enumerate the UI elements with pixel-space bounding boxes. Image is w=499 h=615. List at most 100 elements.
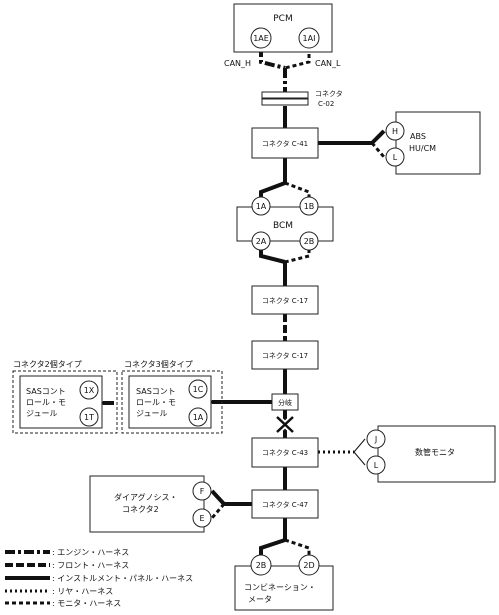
pcm-pin-1ae-label: 1AE — [253, 34, 269, 43]
bcm-pin-2a — [251, 231, 271, 251]
wire-abs-h — [370, 129, 386, 145]
bcm-label: BCM — [273, 221, 293, 231]
legend-item-rear: : リヤ・ハーネス — [5, 587, 113, 596]
legend-label-instrument: : インストルメント・パネル・ハーネス — [52, 574, 193, 583]
pcm-label: PCM — [273, 14, 292, 24]
can-l-label: CAN_L — [315, 59, 341, 68]
wire-combi-2d — [284, 538, 311, 555]
legend-item-front: : フロント・ハーネス — [5, 561, 129, 570]
legend-item-engine: : エンジン・ハーネス — [5, 548, 129, 557]
wire-bcm-2b — [284, 249, 311, 264]
sas2-pin-1t-label: 1T — [84, 413, 94, 422]
wire-bcm-1b — [284, 181, 311, 199]
pcm-pin-1ai — [298, 27, 320, 49]
pcm-pin-1ai-label: 1AI — [303, 34, 316, 43]
abs-label-1: ABS — [410, 132, 426, 141]
dlc-pin-e-label: E — [199, 514, 204, 523]
combi-pin-2d — [298, 554, 320, 576]
sas2-label-1: SASコント — [26, 387, 66, 396]
wire-bcm-2a — [259, 249, 286, 264]
sas2-pin-1x — [79, 380, 99, 400]
bcm-pin-2b — [299, 231, 319, 251]
wire-dlc-f — [210, 489, 226, 506]
dlc-pin-e — [192, 508, 212, 528]
abs-pin-l — [385, 147, 405, 167]
combi-pin-2b-label: 2B — [256, 561, 267, 570]
sas3-type-title: コネクタ3個タイプ — [124, 359, 193, 369]
dlc-pin-f — [192, 481, 212, 501]
bcm-pin-1b — [299, 196, 319, 216]
sas3-pin-1a — [188, 407, 208, 427]
connector-c41-label: コネクタ C-41 — [262, 139, 308, 148]
connector-c47: コネクタ C-47 — [251, 489, 319, 519]
branch-label: 分岐 — [278, 398, 292, 407]
sas3-pin-1c — [188, 379, 208, 399]
bcm-pin-2a-label: 2A — [256, 237, 267, 246]
connector-c02-label-1: コネクタ — [315, 89, 343, 98]
connector-c43: コネクタ C-43 — [251, 437, 319, 468]
bcm-module: 1A 1B BCM 2A 2B — [236, 196, 334, 251]
monitor-module: J L 数管モニタ — [366, 425, 496, 483]
legend-item-monitor: : モニタ・ハーネス — [5, 599, 121, 608]
legend-label-engine: : エンジン・ハーネス — [52, 548, 129, 557]
bcm-pin-1b-label: 1B — [304, 202, 315, 211]
abs-pin-l-label: L — [393, 153, 398, 162]
sas2-type-title: コネクタ2個タイプ — [13, 359, 82, 369]
dlc-pin-f-label: F — [200, 487, 205, 496]
wire-abs-l — [370, 142, 386, 158]
abs-module: H L ABS HU/CM — [385, 111, 481, 175]
bcm-pin-1a — [251, 196, 271, 216]
sas2-label-2: ロール・モ — [26, 398, 66, 407]
diagnosis-connector: ダイアグノシス・ コネクタ2 F E — [89, 475, 212, 533]
pcm-module: PCM 1AE 1AI — [233, 3, 333, 53]
wire-bcm-1a — [259, 181, 286, 199]
pcm-pin-1ae — [250, 27, 272, 49]
sas3-label-2: ロール・モ — [136, 398, 176, 407]
sas3-label-1: SASコント — [136, 387, 176, 396]
sas2-pin-1t — [79, 407, 99, 427]
monitor-pin-l-label: L — [374, 461, 379, 470]
connector-c17-upper-label: コネクタ C-17 — [262, 296, 308, 305]
connector-c17-lower: コネクタ C-17 — [251, 340, 319, 370]
branch-cut-mark — [274, 414, 296, 435]
connector-c47-label: コネクタ C-47 — [262, 500, 308, 509]
connector-c41: コネクタ C-41 — [251, 127, 319, 159]
combi-pin-2b — [250, 554, 272, 576]
monitor-pin-l — [366, 455, 386, 475]
abs-pin-h-label: H — [392, 127, 398, 136]
sas3-pin-1a-label: 1A — [193, 413, 204, 422]
abs-pin-h — [385, 121, 405, 141]
sas2-module: SASコント ロール・モ ジュール 1X 1T — [12, 370, 118, 434]
legend-label-rear: : リヤ・ハーネス — [52, 587, 113, 596]
abs-label-2: HU/CM — [409, 144, 436, 153]
bcm-pin-1a-label: 1A — [256, 202, 267, 211]
bcm-pin-2b-label: 2B — [304, 237, 315, 246]
monitor-pin-j-label: J — [374, 435, 377, 444]
sas3-module: SASコント ロール・モ ジュール 1C 1A — [121, 370, 223, 434]
legend-item-instrument: : インストルメント・パネル・ハーネス — [5, 574, 193, 583]
branch-junction: 分岐 — [271, 393, 299, 411]
combi-label-2: メータ — [248, 595, 272, 604]
combi-pin-2d-label: 2D — [303, 561, 314, 570]
legend-label-monitor: : モニタ・ハーネス — [52, 599, 121, 608]
connector-c02: コネクタ C-02 — [261, 89, 343, 108]
wire-monitor-l — [353, 451, 366, 466]
monitor-pin-j — [366, 429, 386, 449]
wire-dlc-e — [210, 503, 226, 519]
sas3-pin-1c-label: 1C — [193, 385, 204, 394]
connector-c02-label-2: C-02 — [318, 100, 334, 108]
dlc-label-2: コネクタ2 — [122, 505, 159, 514]
wires — [95, 47, 386, 555]
dlc-label-1: ダイアグノシス・ — [114, 492, 177, 502]
connector-c17-lower-label: コネクタ C-17 — [262, 351, 308, 360]
connector-c43-label: コネクタ C-43 — [262, 448, 308, 457]
can-h-label: CAN_H — [224, 59, 251, 68]
legend: : エンジン・ハーネス : フロント・ハーネス : インストルメント・パネル・ハ… — [5, 548, 193, 608]
wire-monitor-j — [353, 438, 366, 453]
sas2-pin-1x-label: 1X — [84, 386, 95, 395]
combination-meter: 2B 2D コンビネーション・ メータ — [234, 554, 334, 611]
wire-pcm-can-l — [284, 47, 311, 70]
legend-label-front: : フロント・ハーネス — [52, 561, 129, 570]
combi-label-1: コンビネーション・ — [244, 583, 316, 592]
